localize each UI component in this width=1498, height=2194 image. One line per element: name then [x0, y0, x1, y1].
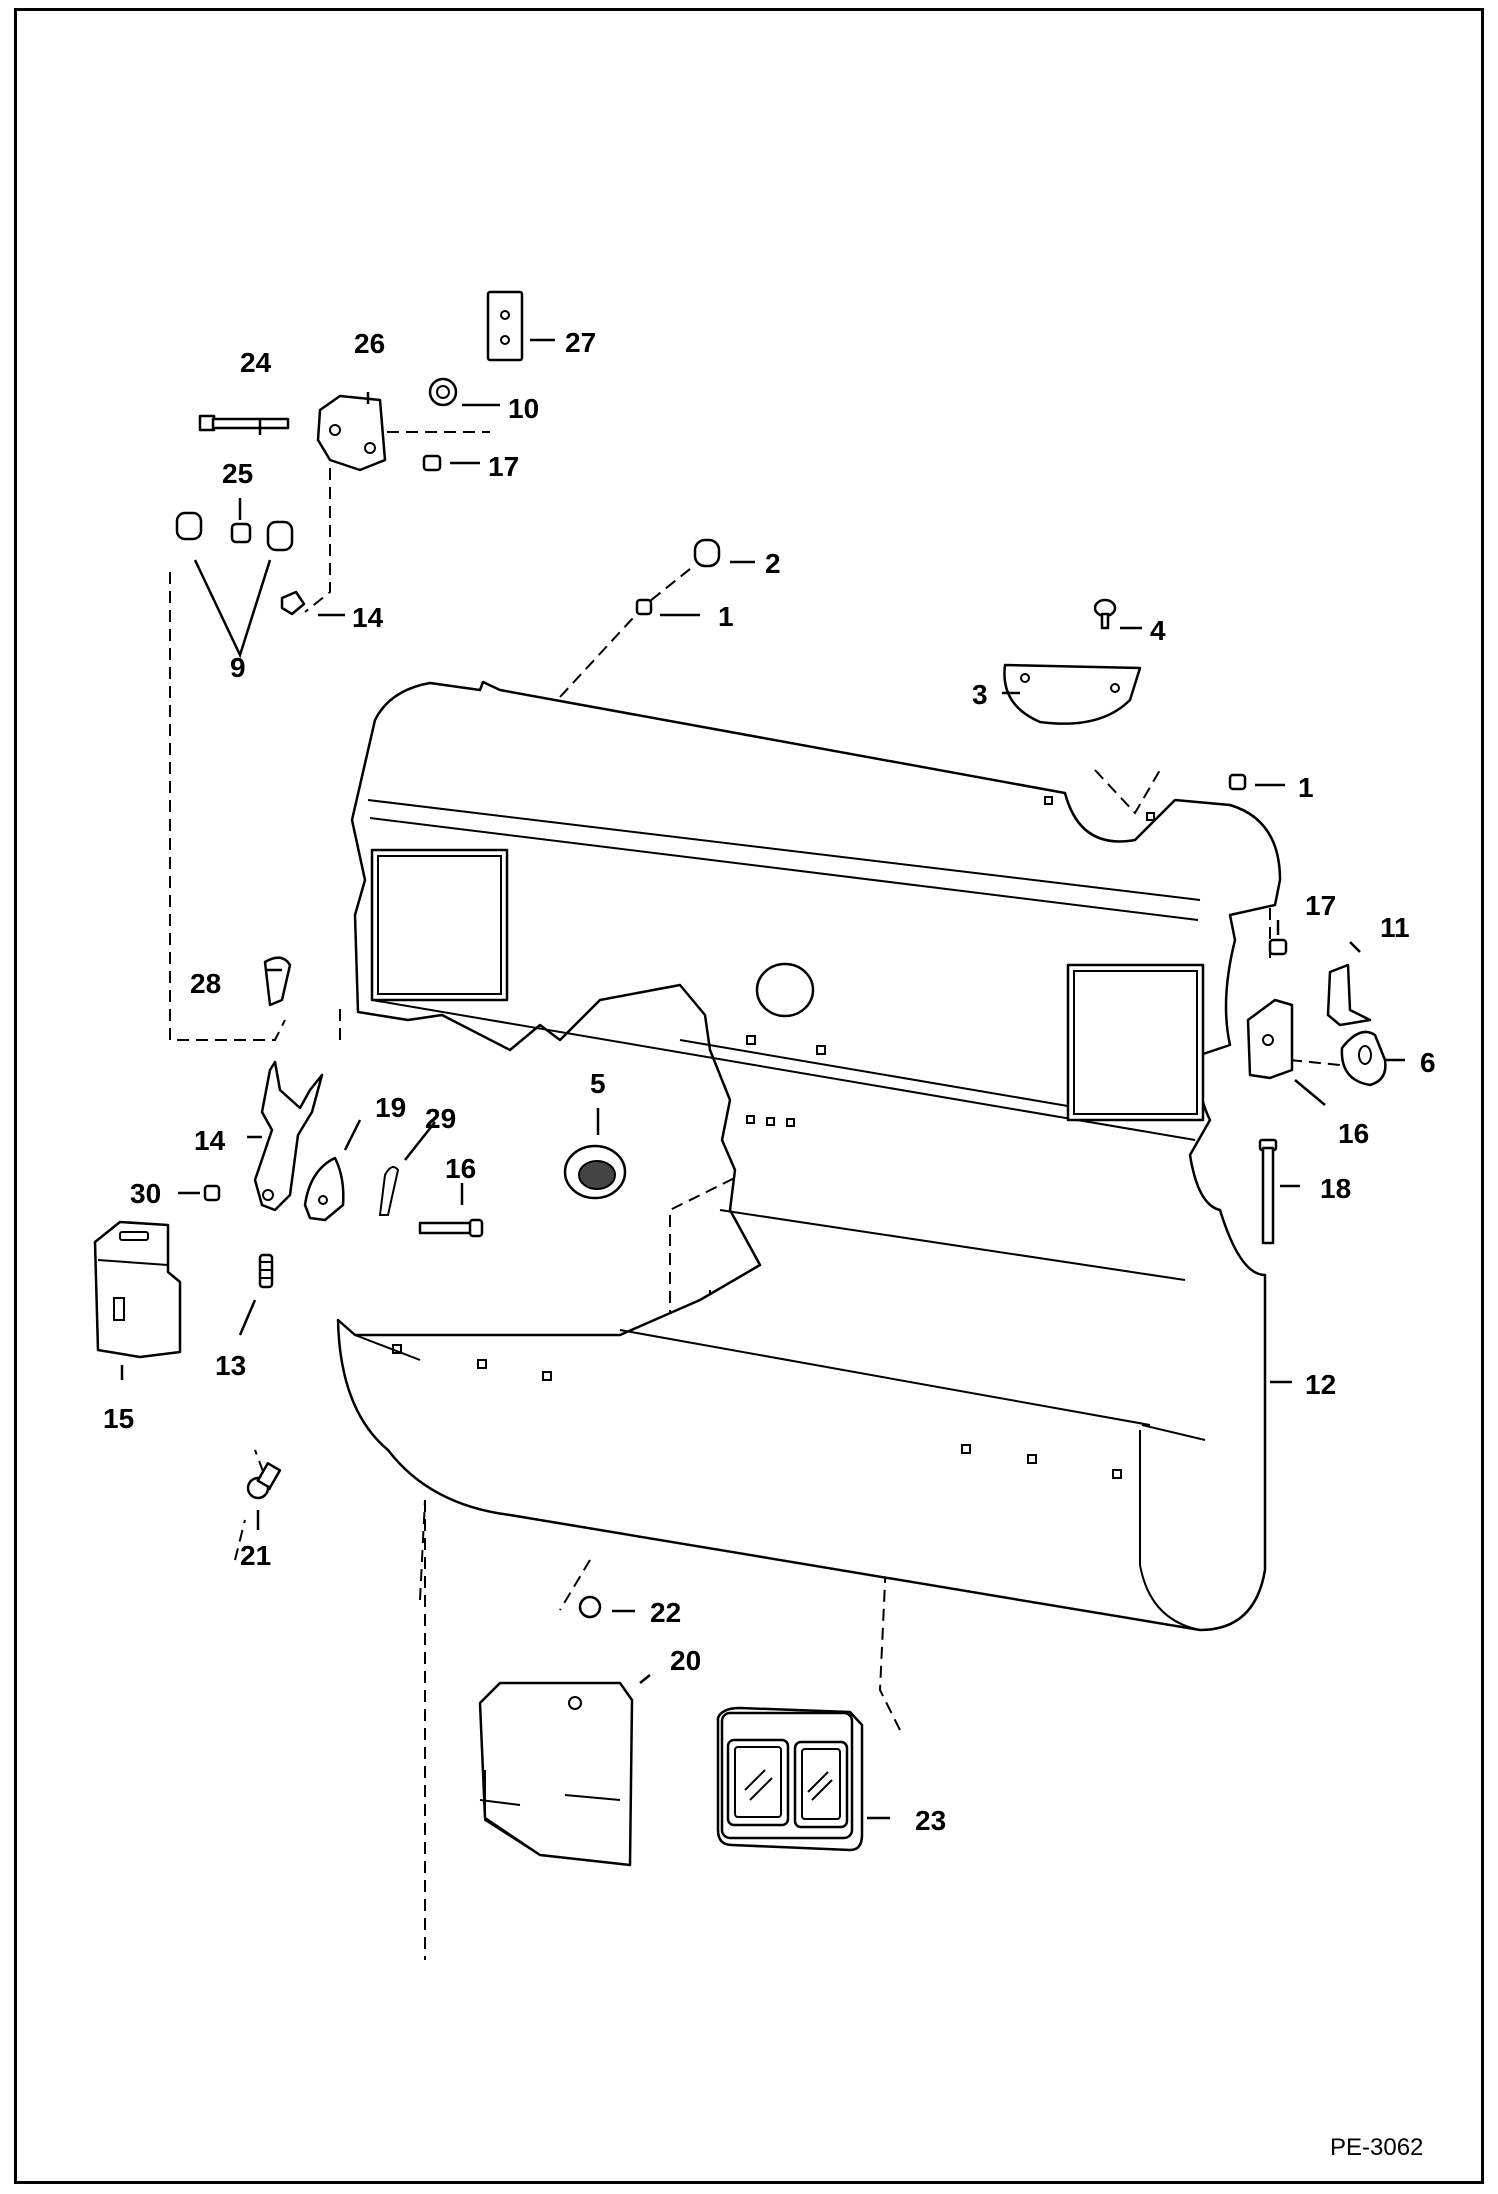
- nut-icon: [203, 1184, 221, 1202]
- rivet-icon: [1093, 598, 1117, 630]
- callout-28: 28: [190, 968, 221, 999]
- latch-hook-icon: [1340, 1030, 1387, 1087]
- handle-grip-icon: [263, 956, 292, 1007]
- callout-25: 25: [222, 458, 253, 489]
- spacer-pair: [175, 511, 294, 552]
- callout-12: 14: [194, 1125, 226, 1156]
- nut-icon: [578, 1595, 602, 1619]
- callout-3: 3: [972, 679, 988, 710]
- cam-plate-icon: [303, 1156, 345, 1222]
- callout-27: 27: [565, 327, 596, 358]
- callout-24: 24: [240, 347, 272, 378]
- bumper-icon: [693, 538, 721, 568]
- door-panel: [336, 680, 1282, 1632]
- callout-4: 4: [1150, 615, 1166, 646]
- bolt-icon: [418, 1218, 484, 1238]
- callout-20: 20: [670, 1645, 701, 1676]
- callout-15: 16: [445, 1153, 476, 1184]
- hinge-bracket: [1246, 998, 1294, 1080]
- callout-9: 11: [1380, 912, 1410, 943]
- nut-icon: [1268, 938, 1288, 956]
- callout-8: 10: [508, 393, 539, 424]
- callout-30: 30: [130, 1178, 161, 1209]
- bracket-icon: [1326, 963, 1372, 1027]
- callout-leaders: [120, 338, 1405, 1820]
- callout-16: 16: [1338, 1118, 1369, 1149]
- callout-21: 21: [240, 1540, 271, 1571]
- plate: [486, 290, 524, 362]
- bolt-icon: [198, 414, 290, 432]
- callout-17-right: 17: [1305, 890, 1336, 921]
- knob-icon: [563, 1144, 627, 1200]
- callout-11: 13: [215, 1350, 246, 1381]
- callout-10: 12: [1305, 1369, 1336, 1400]
- nut-icon: [422, 454, 442, 472]
- nut-icon: [1228, 773, 1247, 791]
- latch-lever: [253, 1060, 324, 1212]
- callout-1-top: 1: [718, 601, 734, 632]
- callout-19: 19: [375, 1092, 406, 1123]
- latch-housing: [93, 1220, 182, 1359]
- callout-26: 26: [354, 328, 385, 359]
- callout-29: 29: [425, 1103, 456, 1134]
- callout-7: 9: [230, 652, 246, 683]
- callout-17-top: 17: [488, 451, 519, 482]
- hinge-pin-icon: [1258, 1138, 1278, 1245]
- cotter-pin-icon: [378, 1165, 400, 1216]
- callout-13: 14: [352, 602, 384, 633]
- mounting-bracket: [478, 1681, 634, 1867]
- callout-22: 22: [650, 1597, 681, 1628]
- callout-5: 5: [590, 1068, 606, 1099]
- callout-labels: 27 10 24 26 17 25 14 9 2 1 4 3 1 17 11 6…: [103, 327, 1436, 1836]
- spring-icon: [258, 1253, 274, 1289]
- bolt-icon: [280, 590, 306, 616]
- callout-14: 15: [103, 1403, 134, 1434]
- callout-2: 2: [765, 548, 781, 579]
- figure-code: PE-3062: [1330, 2134, 1423, 2161]
- callout-23: 23: [915, 1805, 946, 1836]
- callout-18: 18: [1320, 1173, 1351, 1204]
- star-washer-icon: [428, 377, 458, 407]
- switch-panel: [716, 1706, 864, 1852]
- nut-icon: [635, 598, 653, 616]
- cover-plate: [1003, 663, 1142, 725]
- callout-1-right: 1: [1298, 772, 1314, 803]
- rivet-icon: [246, 1462, 282, 1500]
- callout-6: 6: [1420, 1047, 1436, 1078]
- diagram-frame: [14, 8, 1484, 2184]
- pivot-bracket: [316, 394, 387, 472]
